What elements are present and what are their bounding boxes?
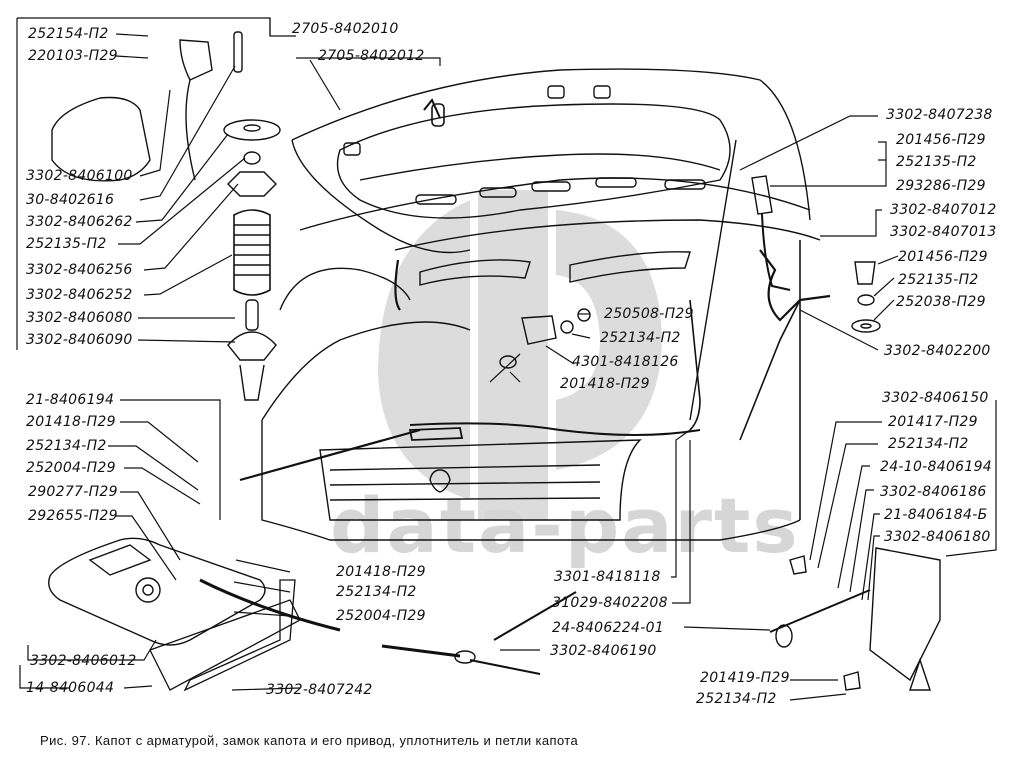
callout-label: 201419-П29 <box>700 670 790 686</box>
callout-label: 201418-П29 <box>560 376 650 392</box>
callout-label: 252134-П2 <box>888 436 969 452</box>
callout-label: 252134-П2 <box>600 330 681 346</box>
callout-label: 3302-8406012 <box>30 653 137 669</box>
callout-label: 3302-8402200 <box>884 343 991 359</box>
callout-label: 201418-П29 <box>336 564 426 580</box>
callout-label: 3302-8406180 <box>884 529 991 545</box>
callout-label: 293286-П29 <box>896 178 986 194</box>
callout-label: 252135-П2 <box>896 154 977 170</box>
callout-label: 3302-8406262 <box>26 214 133 230</box>
callout-label: 2705-8402012 <box>318 48 425 64</box>
callout-label: 252134-П2 <box>336 584 417 600</box>
callout-label: 252004-П29 <box>336 608 426 624</box>
callout-label: 24-10-8406194 <box>880 459 992 475</box>
latch-plate-illustration <box>48 537 341 692</box>
callout-label: 201417-П29 <box>888 414 978 430</box>
callout-label: 3302-8406252 <box>26 287 133 303</box>
hood-hinge-illustration <box>751 175 881 333</box>
callout-label: 3302-8406090 <box>26 332 133 348</box>
callout-label: 290277-П29 <box>28 484 118 500</box>
callout-label: 3302-8407242 <box>266 682 373 698</box>
callout-label: 2705-8402010 <box>292 21 399 37</box>
callout-label: 30-8402616 <box>26 192 115 208</box>
callout-label: 252038-П29 <box>896 294 986 310</box>
callout-label: 3302-8407013 <box>890 224 997 240</box>
callout-label: 252004-П29 <box>26 460 116 476</box>
leader-lines <box>16 17 997 701</box>
car-front-illustration <box>261 139 801 541</box>
hood-illustration <box>279 68 821 311</box>
callout-label: 4301-8418126 <box>572 354 679 370</box>
callout-label: 3302-8406080 <box>26 310 133 326</box>
callout-label: 201456-П29 <box>898 249 988 265</box>
callout-label: 3302-8406100 <box>26 168 133 184</box>
callout-label: 14-8406044 <box>26 680 115 696</box>
callout-label: 201456-П29 <box>896 132 986 148</box>
callout-label: 252135-П2 <box>26 236 107 252</box>
callout-label: 201418-П29 <box>26 414 116 430</box>
callout-label: 3302-8407238 <box>886 107 993 123</box>
callout-label: 3302-8406256 <box>26 262 133 278</box>
callout-label: 21-8406184-Б <box>884 507 988 523</box>
callout-label: 252135-П2 <box>898 272 979 288</box>
callout-label: 3302-8406190 <box>550 643 657 659</box>
callout-label: 24-8406224-01 <box>552 620 664 636</box>
callout-label: 220103-П29 <box>28 48 118 64</box>
callout-label: 292655-П29 <box>28 508 118 524</box>
figure-caption: Рис. 97. Капот с арматурой, замок капота… <box>40 733 579 748</box>
callout-label: 252134-П2 <box>696 691 777 707</box>
release-handle-illustration <box>381 547 941 691</box>
callout-label: 3302-8406186 <box>880 484 987 500</box>
lock-stack-illustration <box>51 31 281 401</box>
callout-label: 3301-8418118 <box>554 569 661 585</box>
callout-label: 31029-8402208 <box>552 595 668 611</box>
callout-label: 252154-П2 <box>28 26 109 42</box>
callout-label: 250508-П29 <box>604 306 694 322</box>
latch-parts-illustration <box>499 308 591 369</box>
callout-label: 3302-8407012 <box>890 202 997 218</box>
callout-label: 3302-8406150 <box>882 390 989 406</box>
callout-label: 21-8406194 <box>26 392 115 408</box>
callout-label: 252134-П2 <box>26 438 107 454</box>
